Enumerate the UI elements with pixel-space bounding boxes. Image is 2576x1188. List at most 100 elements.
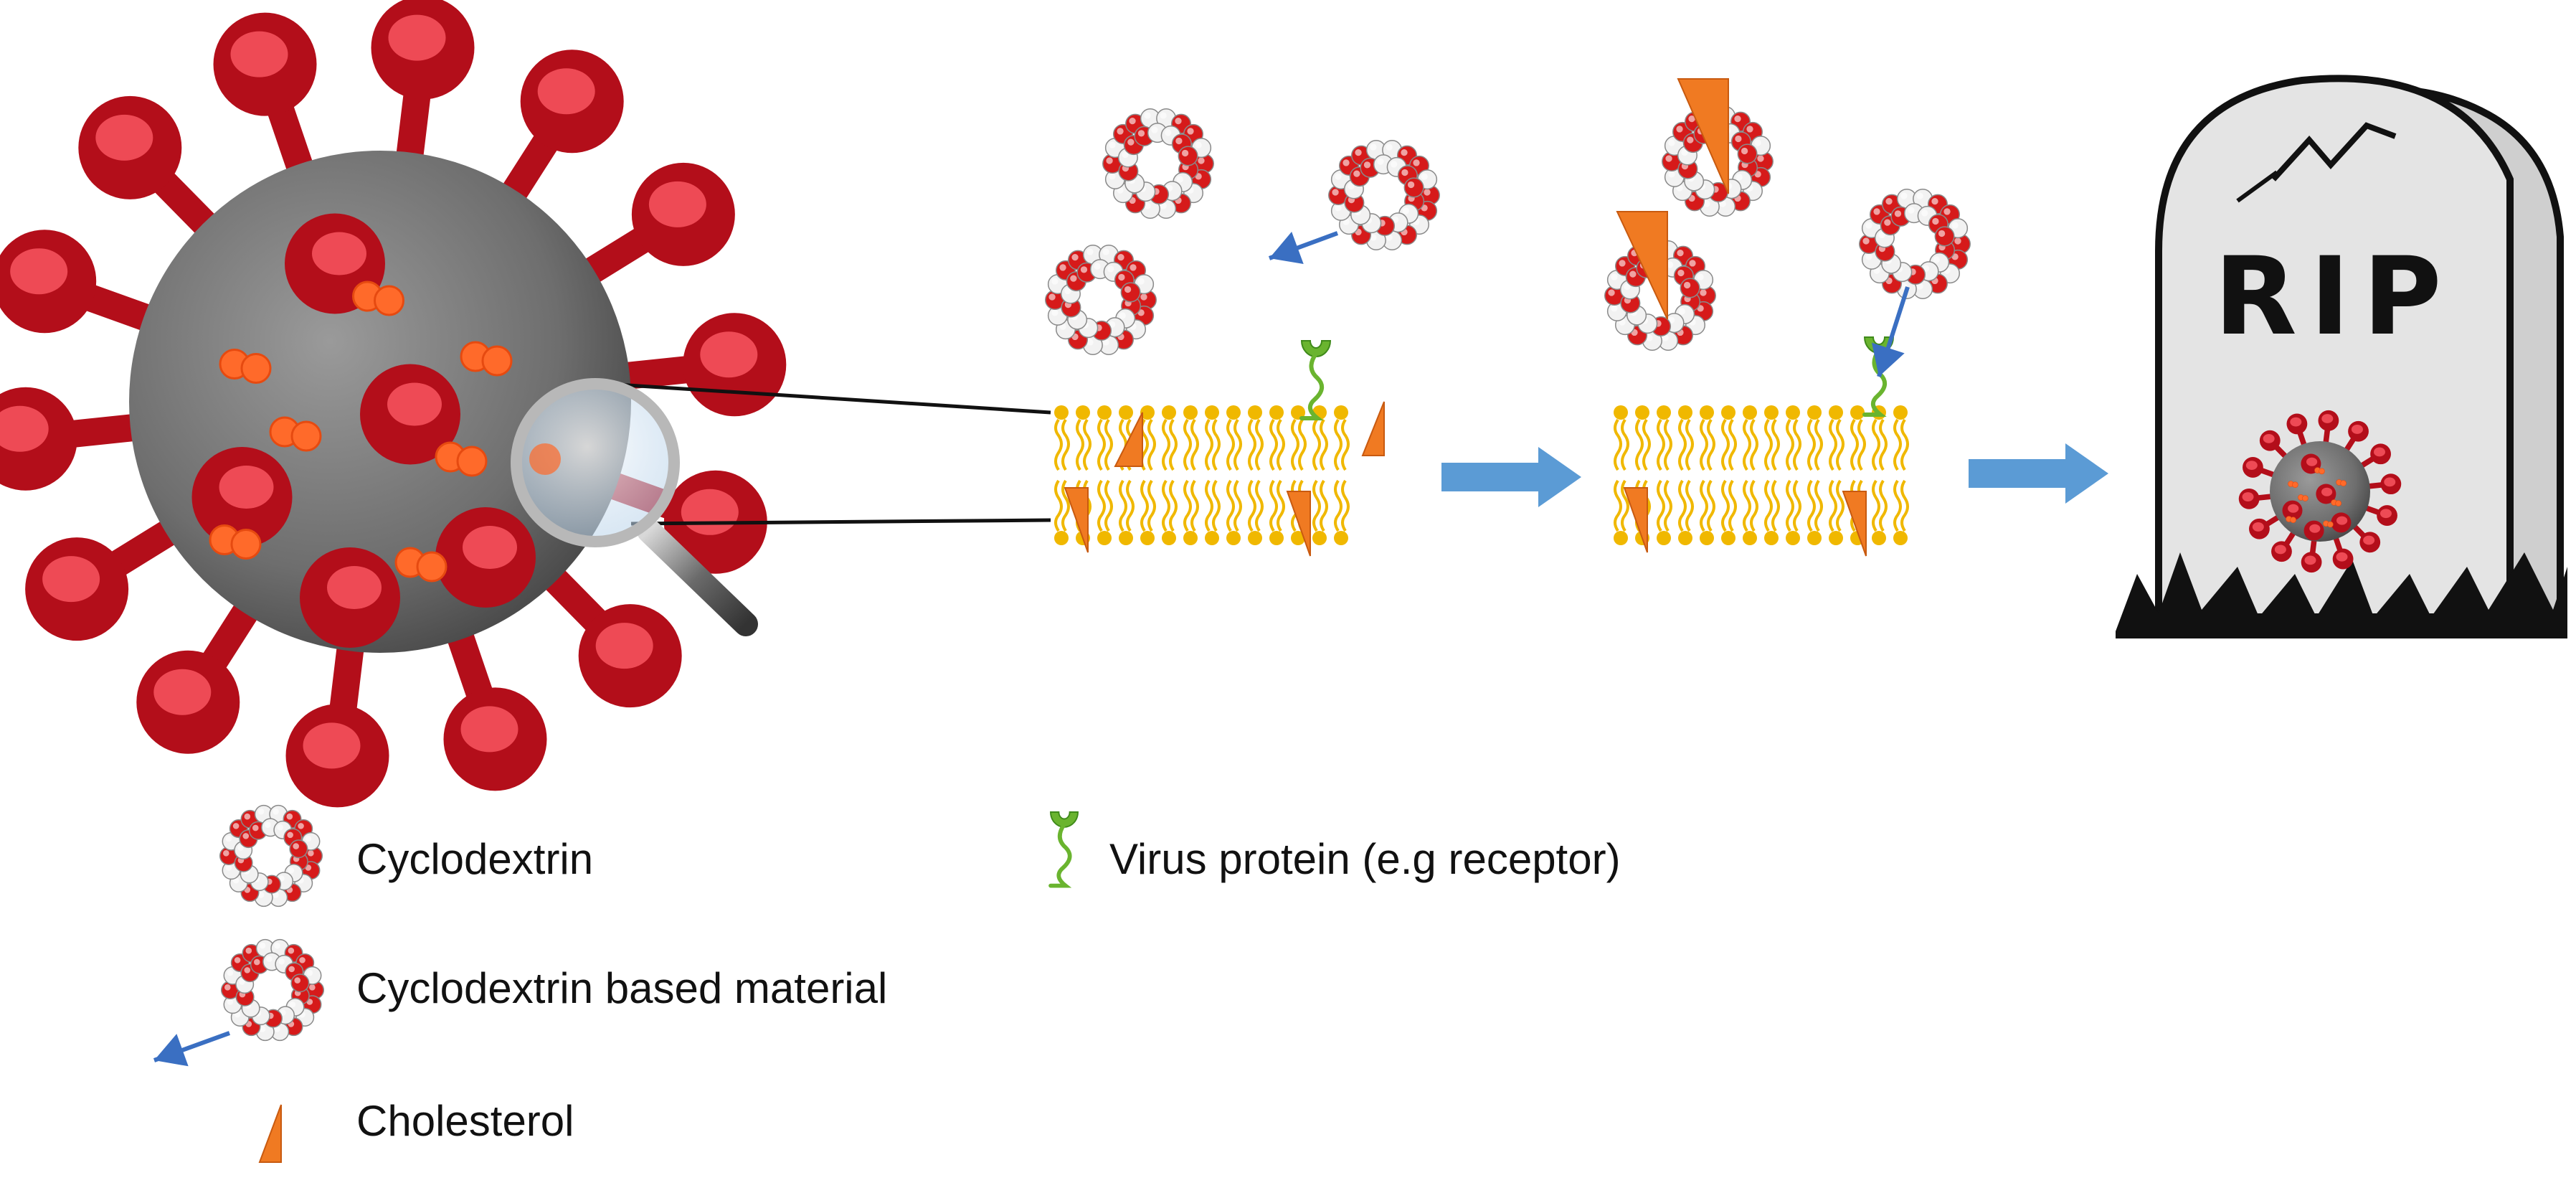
surface-dot: [2340, 480, 2347, 486]
lipid-head: [1097, 405, 1112, 420]
grass: [2116, 552, 2567, 638]
lipid-tail: [1183, 479, 1192, 532]
legend-label-virus-protein: Virus protein (e.g receptor): [1109, 835, 1621, 883]
cholesterol-loaded-icon: [1677, 78, 1729, 194]
lipid-tail: [1083, 418, 1092, 471]
surface-dot: [2319, 468, 2325, 475]
cyclodextrin-material-bound: [1859, 189, 1971, 377]
spike-highlight: [230, 31, 288, 77]
cholesterol-icon: [1623, 487, 1648, 553]
lipid-head: [1743, 531, 1757, 545]
lipid-head: [1248, 405, 1262, 420]
surface-dot: [230, 529, 262, 560]
lipid-head: [1097, 531, 1112, 545]
surface-spike-highlight: [2288, 504, 2299, 513]
lipid-tail: [1341, 418, 1350, 471]
cyclodextrin-ring: [1662, 106, 1774, 217]
lipid-tail: [1147, 479, 1156, 532]
lipid-tail: [1657, 479, 1665, 532]
lipid-tail: [1707, 479, 1715, 532]
lipid-tail: [1872, 418, 1880, 471]
spike-highlight: [2304, 555, 2316, 565]
lipid-head: [1764, 531, 1779, 545]
lipid-head: [1162, 405, 1176, 420]
lipid-tail: [1104, 479, 1113, 532]
lipid-head: [1678, 405, 1692, 420]
lipid-tail: [1900, 479, 1909, 532]
lipid-tail: [1786, 479, 1794, 532]
spike-highlight: [595, 623, 653, 669]
spike-highlight: [388, 14, 446, 61]
lipid-tail: [1829, 418, 1837, 471]
cyclodextrin-ring: [1859, 189, 1971, 299]
spike-highlight: [2351, 425, 2363, 434]
lipid-tail: [1097, 479, 1106, 532]
lipid-head: [1269, 531, 1284, 545]
lipid-head: [1893, 531, 1908, 545]
lipid-tail: [1298, 418, 1307, 471]
spike-highlight: [2384, 477, 2396, 487]
lipid-tail: [1707, 418, 1715, 471]
lipid-head: [1183, 405, 1198, 420]
lipid-tail: [1743, 418, 1751, 471]
lipid-tail: [1205, 479, 1213, 532]
surface-dot: [2302, 495, 2309, 501]
lipid-tail: [1183, 418, 1192, 471]
lens-virus-dot: [529, 443, 561, 475]
lipid-tail: [1872, 479, 1880, 532]
magnifier-icon: [511, 378, 758, 636]
membrane-after: [1614, 336, 1909, 557]
spike-highlight: [537, 68, 595, 115]
lipid-tail: [1678, 479, 1687, 532]
magnifier-handle: [637, 519, 758, 636]
cyclodextrin-ring: [1604, 240, 1716, 351]
lipid-tail: [1642, 418, 1651, 471]
lipid-tail: [1269, 418, 1278, 471]
surface-spike-highlight: [219, 466, 274, 509]
spike-highlight: [2380, 509, 2392, 519]
lipid-tail: [1678, 418, 1687, 471]
legend-cholesterol-icon: [258, 1104, 282, 1163]
lipid-head: [1162, 531, 1176, 545]
lipid-tail: [1664, 418, 1672, 471]
lipid-tail: [1771, 479, 1780, 532]
lipid-tail: [1226, 418, 1235, 471]
spike-highlight: [648, 181, 706, 227]
legend-cyclodextrin-material-icon: [153, 938, 325, 1067]
magnifier-lens: [511, 378, 680, 547]
lipid-head: [1312, 531, 1327, 545]
spike-highlight: [2252, 522, 2264, 532]
lipid-tail: [1312, 479, 1321, 532]
lipid-tail: [1320, 418, 1328, 471]
lipid-tail: [1291, 418, 1299, 471]
lipid-tail: [1614, 479, 1622, 532]
cyclodextrin-ring: [1102, 108, 1214, 219]
virus-protein-icon: [1299, 340, 1332, 420]
lipid-tail: [1212, 479, 1221, 532]
lipid-tail: [1277, 479, 1285, 532]
lipid-head: [1140, 531, 1155, 545]
spike-highlight: [2373, 447, 2385, 457]
surface-spike-highlight: [463, 526, 517, 569]
lipid-tail: [1793, 418, 1801, 471]
lipid-tail: [1162, 479, 1170, 532]
lipid-head: [1721, 531, 1736, 545]
legend-label-cholesterol: Cholesterol: [356, 1097, 574, 1145]
lipid-tail: [1233, 479, 1242, 532]
lipid-tail: [1728, 418, 1737, 471]
cholesterol-icon: [1361, 401, 1385, 456]
tombstone-face: [2155, 75, 2514, 621]
process-arrow-1: [1441, 447, 1581, 507]
spike-highlight: [460, 706, 518, 753]
surface-dot: [240, 353, 272, 384]
legend-label-cyclodextrin: Cyclodextrin: [356, 835, 594, 883]
lipid-tail: [1104, 418, 1113, 471]
surface-spike-highlight: [2336, 516, 2348, 525]
lipid-tail: [1685, 418, 1694, 471]
lipid-tail: [1147, 418, 1156, 471]
cholesterol-icon: [1064, 487, 1089, 553]
spike-highlight: [42, 556, 100, 603]
coronavirus-small-icon: [2238, 410, 2402, 573]
lipid-tail: [1900, 418, 1909, 471]
lipid-head: [1076, 405, 1090, 420]
